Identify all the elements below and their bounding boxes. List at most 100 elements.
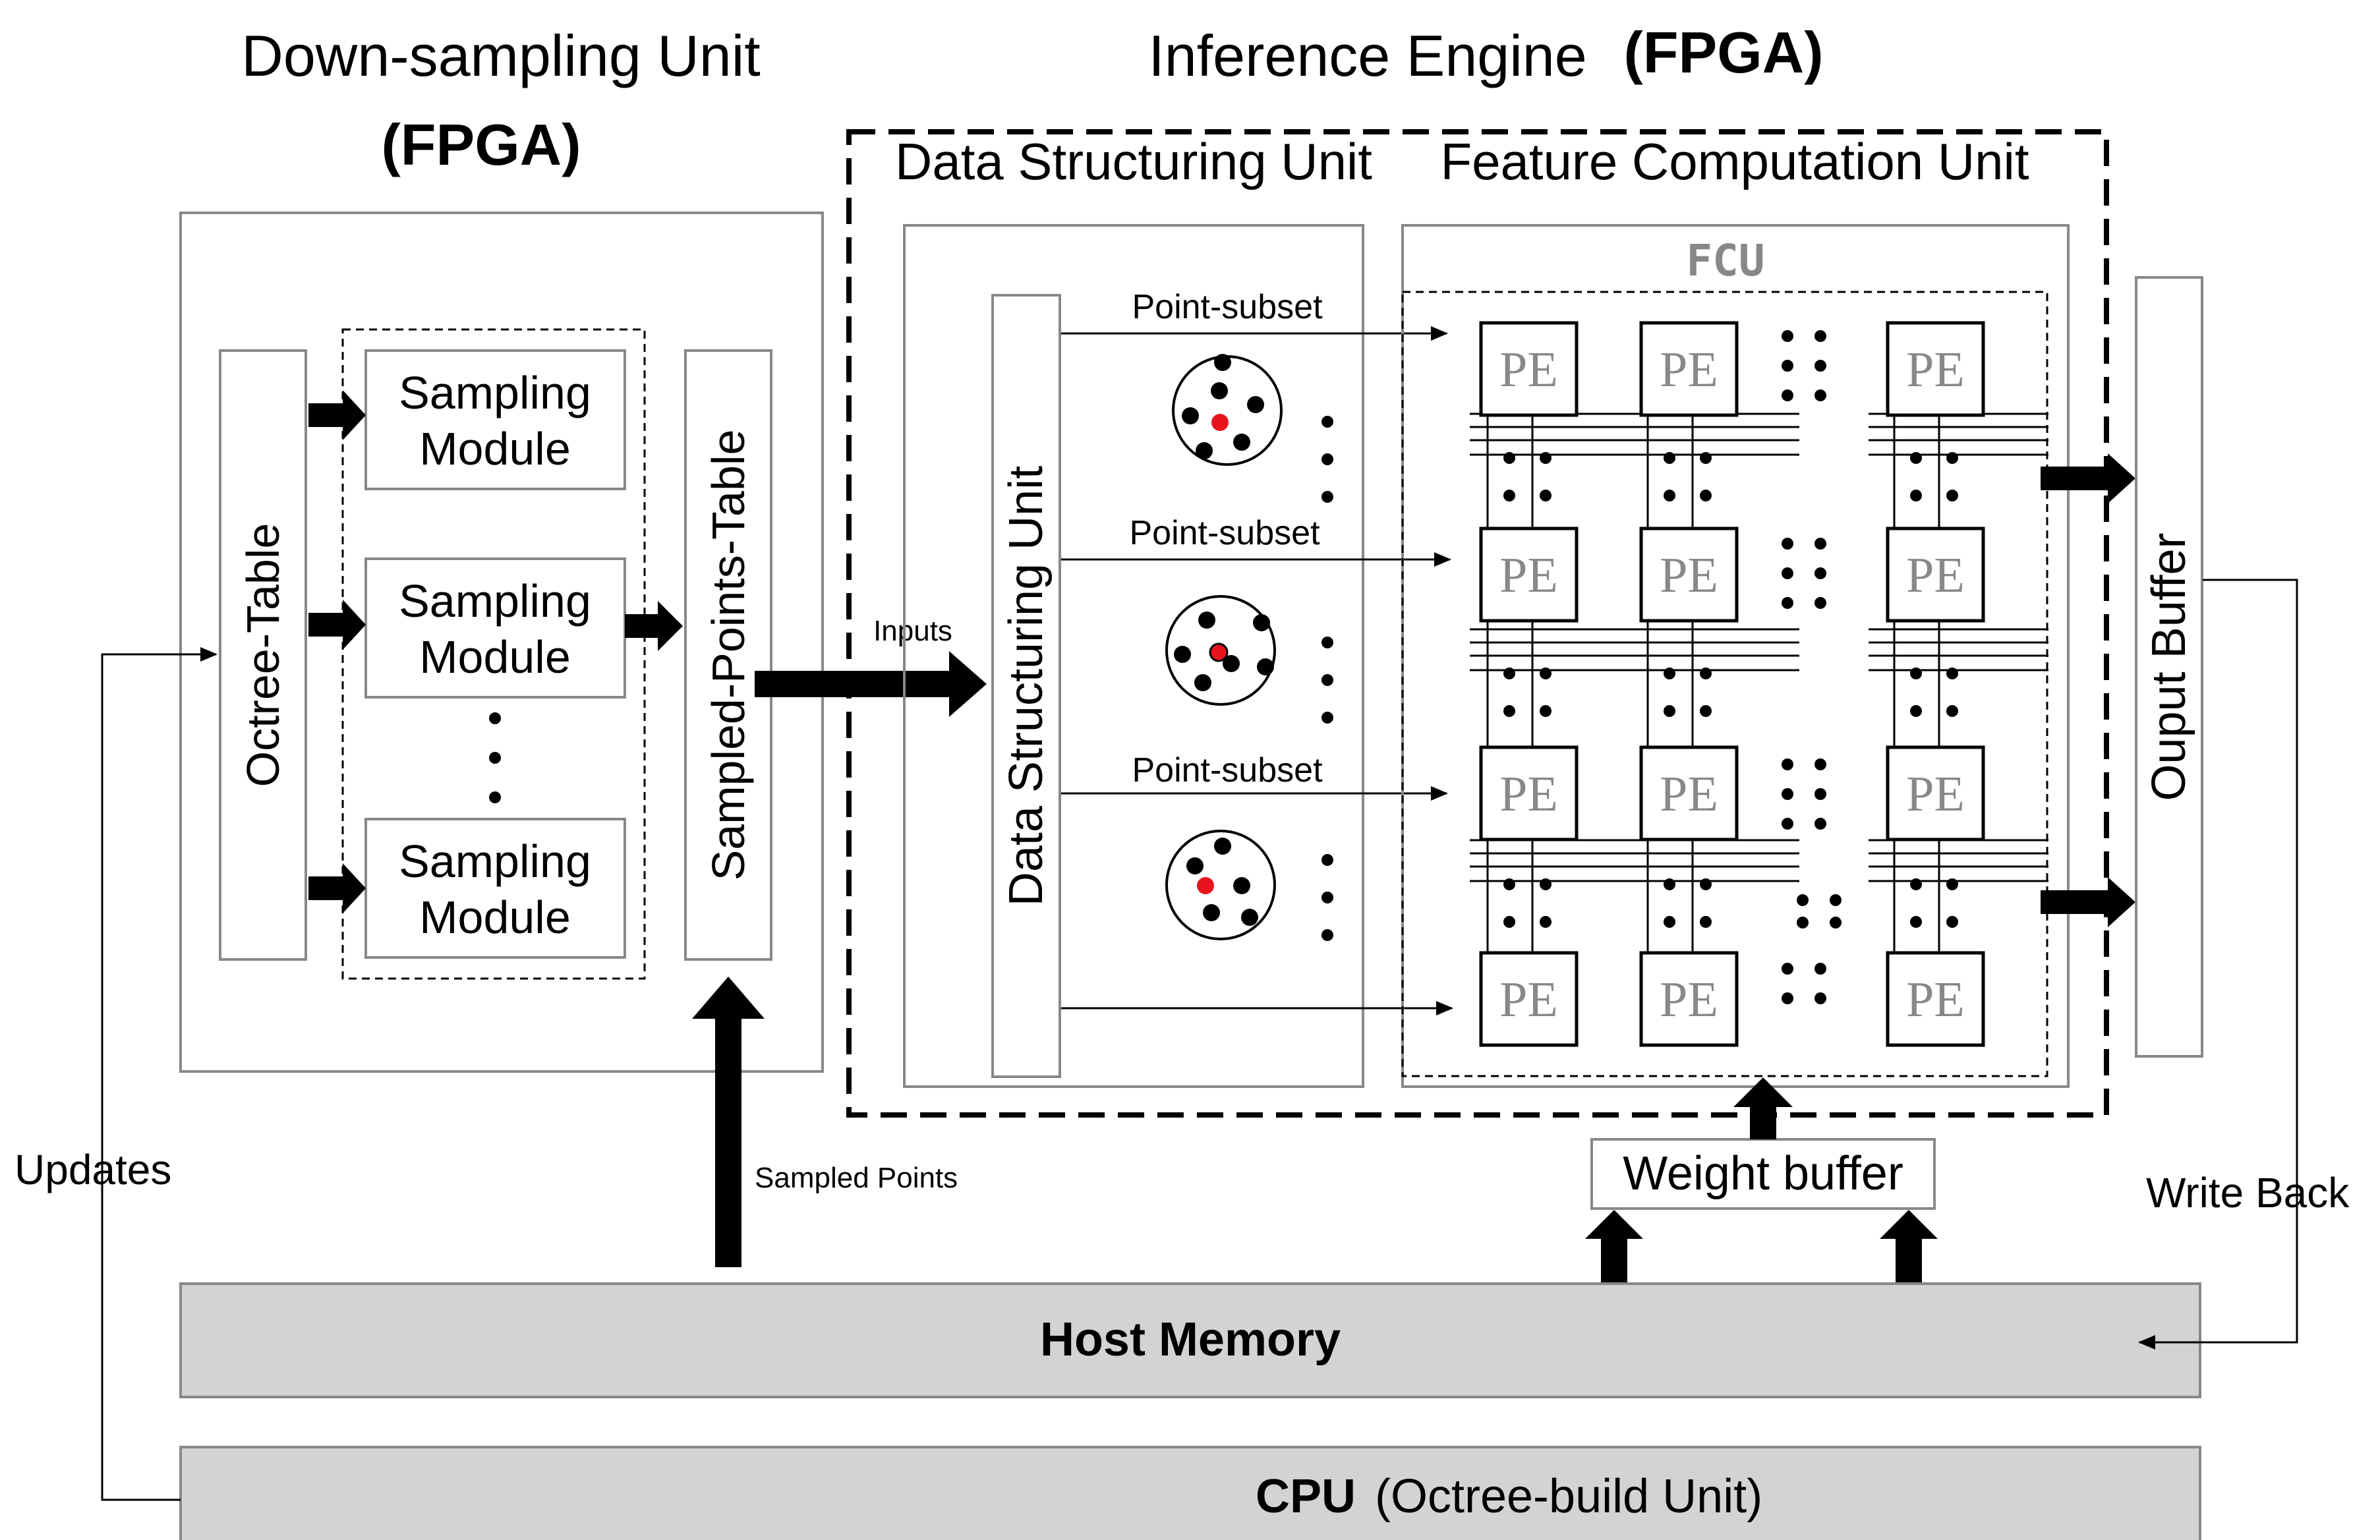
data-structuring-unit-label: Data Structuring Unit (1000, 466, 1053, 906)
sampling-module-3 (364, 818, 626, 959)
interconnect-dot (1946, 452, 1958, 464)
pe-row-ellipsis (1830, 894, 1842, 906)
output-buffer-label: Ouput Buffer (2143, 533, 2195, 801)
sampling-modules-group (341, 328, 646, 980)
updates-line (101, 647, 218, 1501)
memory-to-weight-buffer-arrow-1 (1585, 1210, 1643, 1284)
interconnect-dot (1664, 878, 1675, 890)
interconnect-dot (1910, 452, 1922, 464)
interconnect-dot (1910, 916, 1922, 928)
sampled-points-table-box (684, 349, 772, 961)
pe-label: PE (1906, 342, 1965, 397)
pe-box (1886, 527, 1985, 623)
interconnect-dot (1503, 705, 1515, 717)
pe-column-ellipsis (1814, 538, 1826, 550)
data-structuring-unit-header: Data Structuring Unit (895, 132, 1372, 190)
pe-box (1479, 951, 1579, 1047)
pe-label: PE (1660, 342, 1718, 397)
weight-buffer-to-fcu-arrow (1733, 1077, 1793, 1139)
sampling-module-3-label-2: Module (419, 892, 571, 943)
inference-fpga-label: (FPGA) (1623, 20, 1823, 85)
sampling-to-table-arrow (625, 601, 683, 651)
inputs-label: Inputs (873, 615, 952, 647)
pe-column-ellipsis (1782, 818, 1793, 830)
interconnect-dot (1664, 452, 1675, 464)
pe-row-ellipsis (1797, 894, 1809, 906)
pe-label: PE (1499, 972, 1558, 1027)
fcu-to-output-arrows (2041, 453, 2135, 927)
pe-column-ellipsis (1814, 788, 1826, 800)
interconnect-dot (1700, 490, 1712, 501)
downsampling-fpga-label: (FPGA) (381, 112, 581, 177)
output-buffer-box (2135, 276, 2203, 1058)
downsampling-unit-box (179, 212, 824, 1073)
interconnect-dot (1700, 916, 1712, 928)
inference-engine-title: Inference Engine (1148, 23, 1586, 88)
pe-label: PE (1906, 766, 1965, 822)
sampled-points-label: Sampled Points (755, 1162, 958, 1194)
interconnect-dot (1664, 490, 1675, 501)
interconnect-dot (1946, 490, 1958, 501)
point-subset-label-2: Point-subset (1129, 514, 1320, 552)
inputs-arrow (755, 651, 987, 717)
data-structuring-bar (991, 294, 1061, 1078)
pe-column-ellipsis (1782, 963, 1793, 975)
write-back-line (2138, 579, 2298, 1350)
host-memory-label: Host Memory (1040, 1313, 1341, 1366)
interconnect-dot (1540, 705, 1552, 717)
pe-box (1886, 745, 1985, 841)
pe-column-ellipsis (1782, 330, 1793, 342)
pe-column-ellipsis (1814, 330, 1826, 342)
fcu-dashed-region (1401, 291, 2048, 1077)
cpu-label: CPU (1256, 1470, 1356, 1523)
pe-row-ellipsis (1797, 917, 1809, 928)
interconnect-dot (1910, 878, 1922, 890)
interconnect-dot (1700, 705, 1712, 717)
pe-column-ellipsis (1782, 360, 1793, 372)
pe-label: PE (1660, 766, 1718, 822)
pe-column-ellipsis (1782, 567, 1793, 579)
point-cluster-3 (1165, 830, 1276, 940)
interconnect-dot (1946, 705, 1958, 717)
cpu-detail-label: (Octree-build Unit) (1375, 1470, 1762, 1523)
sampled-points-table-label: Sampled-Points-Table (703, 430, 754, 881)
interconnect-dot (1946, 916, 1958, 928)
downsampling-unit-title: Down-sampling Unit (241, 23, 760, 88)
pe-label: PE (1906, 548, 1965, 603)
sampling-module-1-label-2: Module (419, 423, 571, 474)
sampling-module-ellipsis (489, 712, 501, 803)
pe-label: PE (1660, 548, 1718, 603)
pe-box (1479, 527, 1579, 623)
host-memory-box (179, 1282, 2201, 1398)
point-subset-label-1: Point-subset (1132, 288, 1323, 326)
point-cluster-2 (1165, 595, 1276, 706)
feature-computation-unit-header: Feature Computation Unit (1440, 132, 2029, 190)
fcu-label: FCU (1686, 235, 1764, 286)
octree-table-label: Octree-Table (237, 523, 289, 787)
pe-box (1639, 527, 1739, 623)
pe-label: PE (1499, 766, 1558, 822)
pe-label: PE (1499, 342, 1558, 397)
interconnect-dot (1700, 668, 1712, 679)
pe-box (1639, 321, 1739, 417)
weight-buffer-label: Weight buffer (1623, 1147, 1903, 1200)
interconnect-dot (1910, 668, 1922, 679)
interconnect-dot (1700, 878, 1712, 890)
interconnect-dot (1540, 668, 1552, 679)
octree-to-sampling-arrows (308, 390, 366, 913)
pe-box (1479, 745, 1579, 841)
write-back-label: Write Back (2146, 1169, 2350, 1216)
data-structuring-unit-box (903, 224, 1364, 1088)
pe-label: PE (1660, 972, 1718, 1027)
pe-column-ellipsis (1782, 788, 1793, 800)
pe-column-ellipsis (1814, 597, 1826, 609)
sampling-module-3-label: Sampling (399, 836, 591, 887)
pe-box (1479, 321, 1579, 417)
pe-column-ellipsis (1782, 758, 1793, 770)
interconnect-dot (1664, 705, 1675, 717)
pe-column-ellipsis (1814, 567, 1826, 579)
interconnect-dot (1540, 490, 1552, 501)
sampling-module-1-label: Sampling (399, 367, 591, 418)
inference-engine-box (846, 129, 2109, 1118)
